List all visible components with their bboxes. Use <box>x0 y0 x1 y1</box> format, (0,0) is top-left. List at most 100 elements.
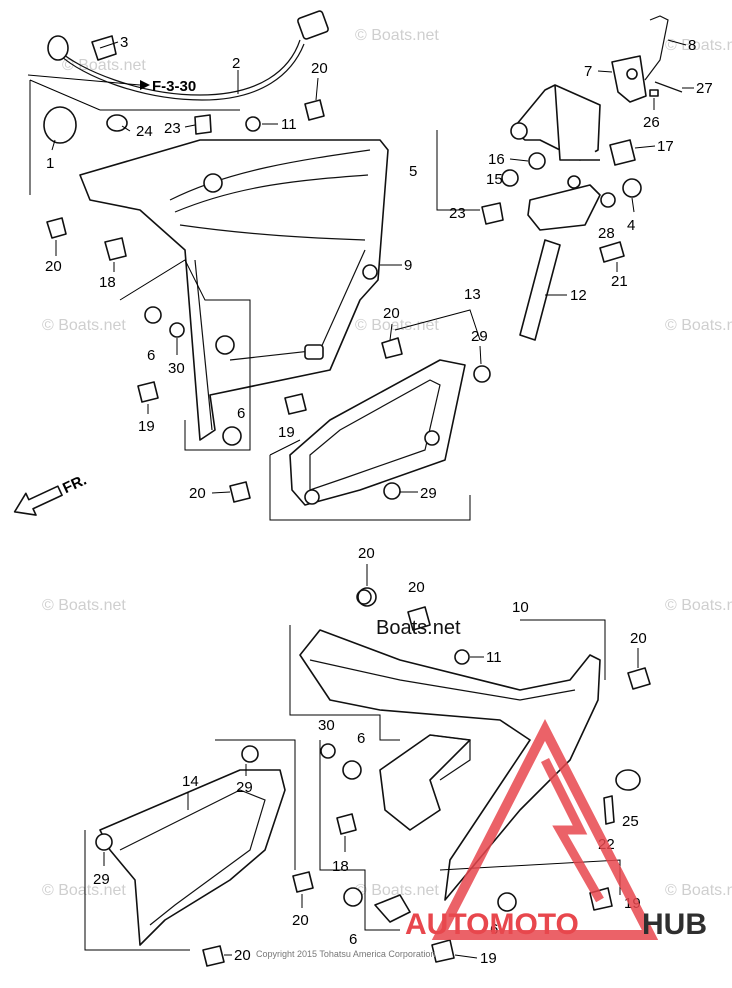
copyright-icon <box>356 589 372 605</box>
callout-24: 24 <box>136 123 153 140</box>
bolt-20 <box>202 945 225 967</box>
group-bracket <box>436 130 480 211</box>
bolt-20 <box>627 667 651 690</box>
logo-triangle-inner-icon <box>540 757 604 903</box>
callout-10: 10 <box>512 599 529 616</box>
bolt-19 <box>137 381 159 403</box>
leader <box>597 70 613 73</box>
clip-26 <box>649 89 659 97</box>
callout-23: 23 <box>449 205 466 222</box>
direction-label: FR. <box>60 472 89 498</box>
socket-cap <box>47 35 69 61</box>
bushing <box>567 175 581 189</box>
grommet-11 <box>454 649 470 665</box>
nut-23 <box>194 114 212 135</box>
callout-20: 20 <box>189 485 206 502</box>
bolt-19 <box>284 393 307 415</box>
callout-28: 28 <box>598 225 615 242</box>
leader <box>667 39 687 46</box>
lower-assembly <box>84 587 651 967</box>
group-bracket <box>269 439 471 521</box>
callout-27: 27 <box>696 80 713 97</box>
center-watermark-text: Boats.net <box>376 617 461 639</box>
leader <box>211 491 231 494</box>
collar-30 <box>169 322 185 338</box>
clip-bracket <box>91 35 117 61</box>
leader <box>509 158 529 162</box>
watermark: © Boats.net <box>355 317 439 334</box>
callout-7: 7 <box>584 63 592 80</box>
boss <box>203 173 223 193</box>
bolt-18 <box>104 237 127 261</box>
callout-13: 13 <box>464 286 481 303</box>
grommet-6 <box>144 306 162 324</box>
leader <box>315 77 319 101</box>
callout-20: 20 <box>358 545 375 562</box>
grommet-4 <box>622 178 642 198</box>
watermark: © Boats.net <box>355 27 439 44</box>
leader <box>184 124 196 128</box>
clip-plate <box>374 894 411 923</box>
callout-18: 18 <box>99 274 116 291</box>
callout-30: 30 <box>318 717 335 734</box>
callout-9: 9 <box>404 257 412 274</box>
callout-29: 29 <box>420 485 437 502</box>
watermark: © Boats.net <box>42 317 126 334</box>
automotohub-logo: AUTOMOTO HUB <box>405 719 707 941</box>
callout-16: 16 <box>488 151 505 168</box>
latch-7 <box>611 55 647 103</box>
callout-19: 19 <box>480 950 497 967</box>
callout-8: 8 <box>688 37 696 54</box>
callout-29: 29 <box>236 779 253 796</box>
nut-15 <box>501 169 519 187</box>
callout-6: 6 <box>357 730 365 747</box>
bolt-17 <box>609 139 636 166</box>
wire-loop-8 <box>644 15 669 81</box>
leader <box>51 139 56 151</box>
mid-panel-13 <box>289 359 466 506</box>
leader <box>99 41 119 49</box>
group-bracket <box>319 740 400 931</box>
inner-cover-14 <box>99 769 286 946</box>
group-bracket <box>84 830 190 951</box>
latch-pin <box>626 68 638 80</box>
bolt-20 <box>357 587 377 607</box>
watermark: © Boats.net <box>355 882 439 899</box>
bolt-20 <box>229 481 251 503</box>
watermark: © Boats.net <box>665 882 732 899</box>
leader <box>121 125 131 132</box>
copyright-notice: Copyright 2015 Tohatsu America Corporati… <box>256 949 435 959</box>
mid-panel-inner <box>309 379 441 491</box>
group-bracket <box>520 619 606 680</box>
strip-12 <box>519 239 561 341</box>
bracket-arm <box>554 84 600 161</box>
cover-rib <box>309 659 576 701</box>
leader <box>634 145 656 149</box>
grommet <box>304 489 320 505</box>
callout-21: 21 <box>611 273 628 290</box>
watermark: © Boats.net <box>665 317 732 334</box>
watermark: © Boats.net <box>665 597 732 614</box>
callout-6: 6 <box>147 347 155 364</box>
callout-5: 5 <box>409 163 417 180</box>
callout-11: 11 <box>281 116 297 133</box>
callout-12: 12 <box>570 287 587 304</box>
leader <box>389 323 393 341</box>
inner-panel-9 <box>79 139 389 441</box>
watermark: © Boats.net <box>665 37 732 54</box>
grommet-6 <box>343 887 363 907</box>
wire-harness-edge <box>59 43 305 101</box>
upper-assembly <box>29 10 683 521</box>
bushing <box>510 122 528 140</box>
leader <box>454 954 478 959</box>
collar-29 <box>95 833 113 851</box>
reference-label: F-3-30 <box>152 78 196 95</box>
inner-cover-rib <box>119 789 266 926</box>
callout-19: 19 <box>138 418 155 435</box>
callout-2: 2 <box>232 55 240 72</box>
callout-17: 17 <box>657 138 674 155</box>
callout-20: 20 <box>383 305 400 322</box>
reference-leader <box>27 74 141 86</box>
callout-23: 23 <box>164 120 181 137</box>
